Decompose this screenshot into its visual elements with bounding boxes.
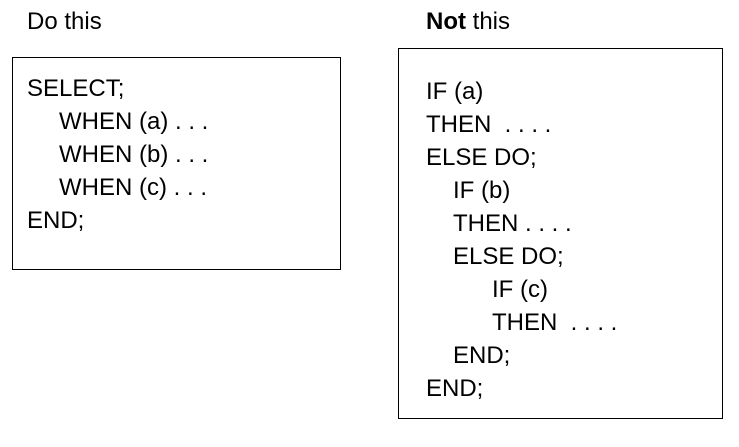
not-this-heading: Not this: [426, 8, 510, 36]
left-code-line: WHEN (c) . . .: [59, 174, 207, 201]
right-code-line: ELSE DO;: [453, 243, 564, 270]
left-code-line: SELECT;: [27, 75, 125, 102]
left-code-line: WHEN (a) . . .: [59, 108, 209, 135]
right-code-line: IF (b): [453, 177, 511, 204]
right-code-line: THEN . . . .: [492, 309, 618, 336]
right-code-line: THEN . . . .: [453, 210, 572, 237]
right-code-line: ELSE DO;: [426, 144, 537, 171]
this-label: this: [465, 8, 510, 35]
not-label: Not: [426, 8, 466, 35]
right-code-line: IF (a): [426, 78, 484, 105]
left-code-line: END;: [27, 207, 85, 234]
right-code-line: END;: [453, 342, 511, 369]
right-code-line: IF (c): [492, 276, 548, 303]
nested-if-example-box: IF (a) THEN . . . . ELSE DO; IF (b) THEN . .…: [398, 48, 723, 419]
right-code-line: THEN . . . .: [426, 111, 552, 138]
right-code-line: END;: [426, 375, 484, 402]
select-example-box: SELECT; WHEN (a) . . . WHEN (b) . . . WHEN …: [12, 57, 341, 270]
do-this-heading: Do this: [27, 8, 102, 35]
left-code-line: WHEN (b) . . .: [59, 141, 209, 168]
